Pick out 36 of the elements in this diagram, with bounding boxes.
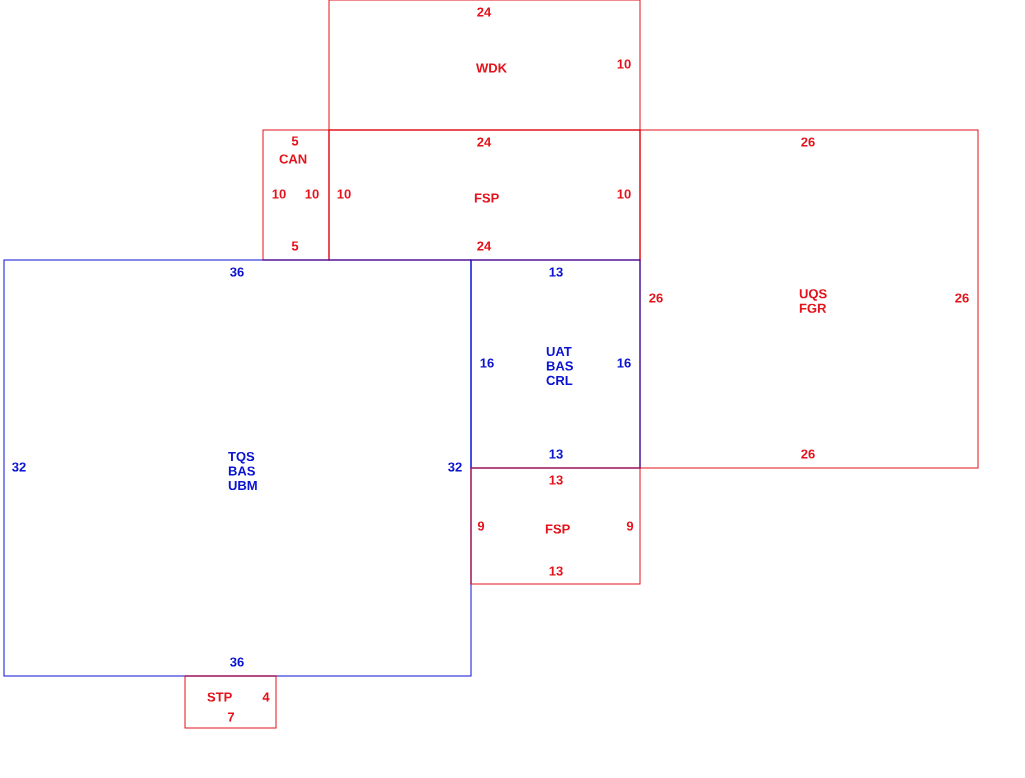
dimension-label: 13 — [549, 267, 563, 277]
box-label: UAT BAS CRL — [546, 346, 573, 386]
dimension-label: 5 — [291, 136, 299, 146]
dimension-label: 5 — [291, 241, 299, 251]
box-label: WDK — [476, 63, 507, 73]
dimension-label: 24 — [477, 137, 492, 147]
box-label: CAN — [279, 154, 307, 164]
dimension-label: 9 — [477, 521, 485, 531]
dimension-label: 10 — [272, 189, 286, 199]
dimension-label: 13 — [549, 449, 563, 459]
dimension-label: 13 — [549, 566, 563, 576]
dimension-label: 36 — [230, 267, 244, 277]
dimension-label: 10 — [305, 189, 319, 199]
dimension-label: 24 — [477, 7, 492, 17]
dimension-label: 24 — [477, 241, 492, 251]
dimension-label: 10 — [617, 189, 631, 199]
dimension-label: 26 — [955, 293, 969, 303]
dimension-label: 16 — [617, 358, 631, 368]
dimension-label: 32 — [12, 462, 26, 472]
dimension-label: 16 — [480, 358, 494, 368]
box-label: TQS BAS UBM — [228, 451, 257, 491]
box-label: UQS FGR — [799, 289, 827, 313]
dimension-label: 26 — [801, 137, 815, 147]
dimension-label: 32 — [448, 462, 462, 472]
dimension-label: 4 — [262, 692, 270, 702]
dimension-label: 36 — [230, 657, 244, 667]
box-label: STP — [207, 692, 232, 702]
box-label: FSP — [474, 193, 499, 203]
dimension-label: 9 — [626, 521, 634, 531]
dimension-label: 10 — [617, 59, 631, 69]
dimension-label: 7 — [227, 712, 235, 722]
dimension-label: 10 — [337, 189, 351, 199]
box-label: FSP — [545, 524, 570, 534]
dimension-label: 26 — [649, 293, 663, 303]
dimension-label: 26 — [801, 449, 815, 459]
dimension-label: 13 — [549, 475, 563, 485]
